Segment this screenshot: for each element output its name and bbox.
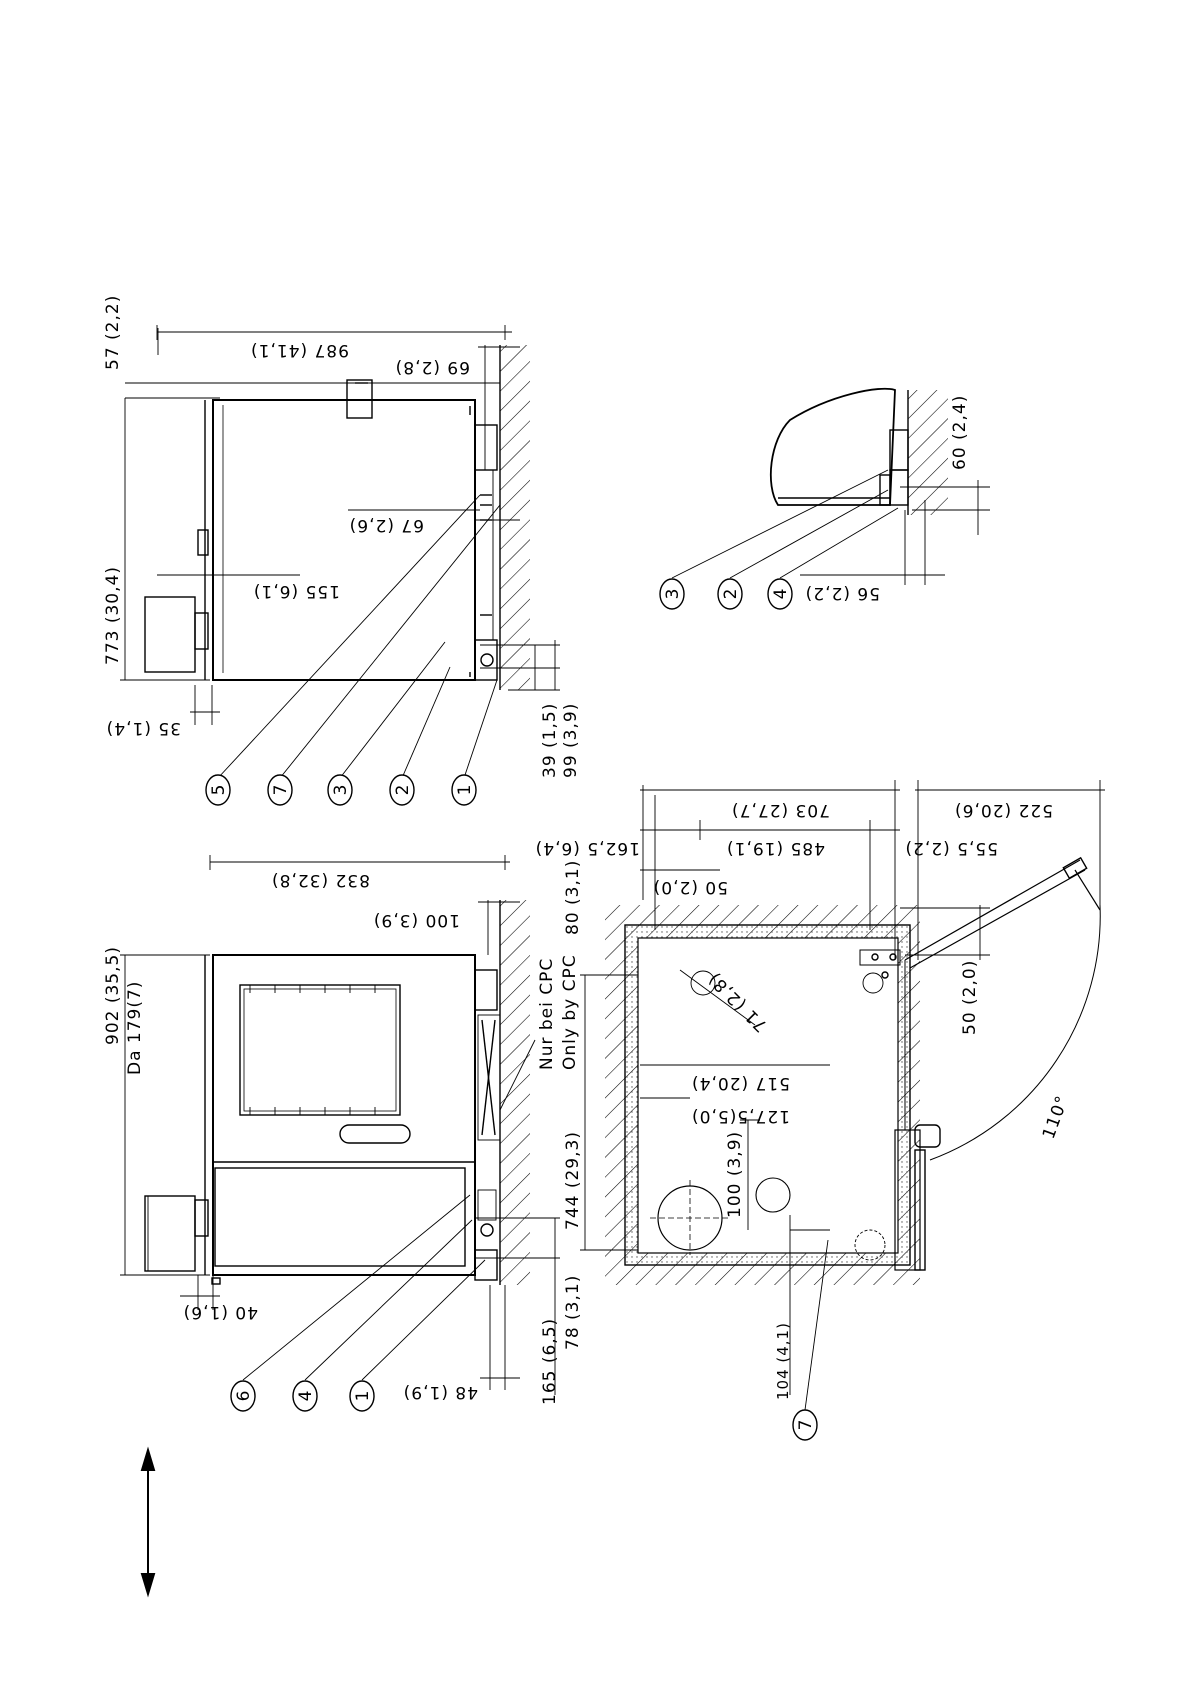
svg-text:3: 3 (663, 589, 683, 600)
callout-side-1: 1 (451, 774, 477, 806)
dim-48: 48 (1,9) (403, 1382, 478, 1402)
callout-detail-4: 4 (767, 578, 793, 610)
front-view-callouts: 6 4 1 (230, 1039, 536, 1412)
callout-plan-7: 7 (792, 1409, 818, 1441)
dim-110-degrees: 110° (1039, 1093, 1073, 1142)
door-handle (339, 1124, 411, 1144)
front-view-drawing (144, 900, 530, 1285)
detail-view-labels: 60 (2,4) 56 (2,2) (805, 395, 970, 603)
dim-165: 165 (6,5) (540, 1318, 560, 1405)
detail-view-drawing (769, 387, 948, 515)
orientation-arrow (140, 1446, 156, 1598)
plan-view-callouts: 7 (792, 1239, 829, 1441)
svg-text:6: 6 (234, 1391, 254, 1402)
appliance-base (637, 937, 899, 1254)
motor-box-side (144, 596, 196, 673)
detail-view-callouts: 3 2 4 (659, 469, 899, 610)
callout-detail-2: 2 (717, 578, 743, 610)
dim-100-plan: 100 (3,9) (725, 1131, 745, 1218)
dim-100: 100 (3,9) (373, 910, 460, 930)
svg-text:1: 1 (353, 1391, 373, 1402)
dim-50-top: 50 (2,0) (653, 877, 728, 897)
motor-box-front (144, 1195, 196, 1272)
dim-902: 902 (35,5) (103, 946, 123, 1045)
appliance-corner-detail (769, 387, 896, 506)
plan-view-dimension-lines (640, 780, 1105, 1395)
dim-744: 744 (29,3) (563, 1131, 583, 1230)
fan-housing (477, 1014, 501, 1141)
plan-view-drawing (605, 856, 1101, 1285)
dim-773: 773 (30,4) (103, 566, 123, 665)
front-view-dimension-lines (120, 855, 640, 1395)
dim-127-5: 127,5(5,0) (691, 1106, 790, 1126)
svg-text:7: 7 (796, 1420, 816, 1431)
dim-162-5: 162,5 (6,4) (535, 838, 640, 858)
callout-side-3: 3 (327, 774, 353, 806)
callout-side-2: 2 (389, 774, 415, 806)
dim-80: 80 (3,1) (563, 860, 583, 935)
dim-78: 78 (3,1) (563, 1275, 583, 1350)
svg-text:4: 4 (771, 589, 791, 600)
dim-55-5: 55,5 (2,2) (904, 838, 998, 858)
callout-detail-3: 3 (659, 578, 685, 610)
svg-text:1: 1 (455, 785, 475, 796)
side-view-dimension-lines (120, 325, 560, 725)
dim-39: 39 (1,5) (540, 703, 560, 778)
side-view-labels: 57 (2,2) 773 (30,4) 987 (41,1) 69 (2,8) … (103, 295, 581, 778)
callout-side-7: 7 (267, 774, 293, 806)
appliance-body-side (212, 399, 476, 681)
svg-text:2: 2 (721, 589, 741, 600)
dim-69: 69 (2,8) (395, 357, 470, 377)
window-ticks (249, 985, 376, 1115)
dim-517: 517 (20,4) (691, 1073, 790, 1093)
callout-front-1: 1 (349, 1380, 375, 1412)
svg-text:3: 3 (331, 785, 351, 796)
side-view-drawing (144, 345, 530, 690)
callout-front-6: 6 (230, 1380, 256, 1412)
viewing-window (239, 984, 401, 1116)
dim-485: 485 (19,1) (726, 838, 825, 858)
svg-text:4: 4 (296, 1391, 316, 1402)
callout-side-5: 5 (205, 774, 231, 806)
note-only-by-cpc: Only by CPC (560, 954, 580, 1070)
dim-35: 35 (1,4) (106, 718, 181, 738)
dim-832: 832 (32,8) (271, 870, 370, 890)
floor-hatch-detail (908, 390, 948, 515)
dim-60: 60 (2,4) (950, 395, 970, 470)
svg-text:5: 5 (209, 785, 229, 796)
door-swing-arc (929, 904, 1101, 1161)
dim-703: 703 (27,7) (731, 800, 830, 820)
side-view-callouts: 5 7 3 2 1 (205, 494, 501, 806)
handle-side (346, 379, 373, 419)
dim-50-right: 50 (2,0) (960, 960, 980, 1035)
dim-67: 67 (2,6) (349, 515, 424, 535)
front-view-labels: 902 (35,5) Da 179(7) 40 (1,6) 832 (32,8)… (103, 860, 583, 1405)
svg-text:2: 2 (393, 785, 413, 796)
dim-522: 522 (20,6) (954, 800, 1053, 820)
dim-987: 987 (41,1) (250, 340, 349, 360)
dim-99: 99 (3,9) (561, 703, 581, 778)
dim-104: 104 (4,1) (774, 1322, 792, 1400)
dim-57: 57 (2,2) (103, 295, 123, 370)
floor-hatch-front (500, 900, 530, 1285)
dim-56: 56 (2,2) (805, 583, 880, 603)
floor-hatch-side (500, 345, 530, 690)
appliance-body-front (212, 954, 476, 1276)
control-panel-front (214, 1167, 466, 1267)
svg-text:7: 7 (271, 785, 291, 796)
dim-40: 40 (1,6) (183, 1302, 258, 1322)
dim-da179: Da 179(7) (125, 981, 145, 1075)
detail-view-dimension-lines (800, 480, 990, 585)
note-nur-bei-cpc: Nur bei CPC (537, 958, 557, 1070)
callout-front-4: 4 (292, 1380, 318, 1412)
dim-155: 155 (6,1) (253, 581, 340, 601)
